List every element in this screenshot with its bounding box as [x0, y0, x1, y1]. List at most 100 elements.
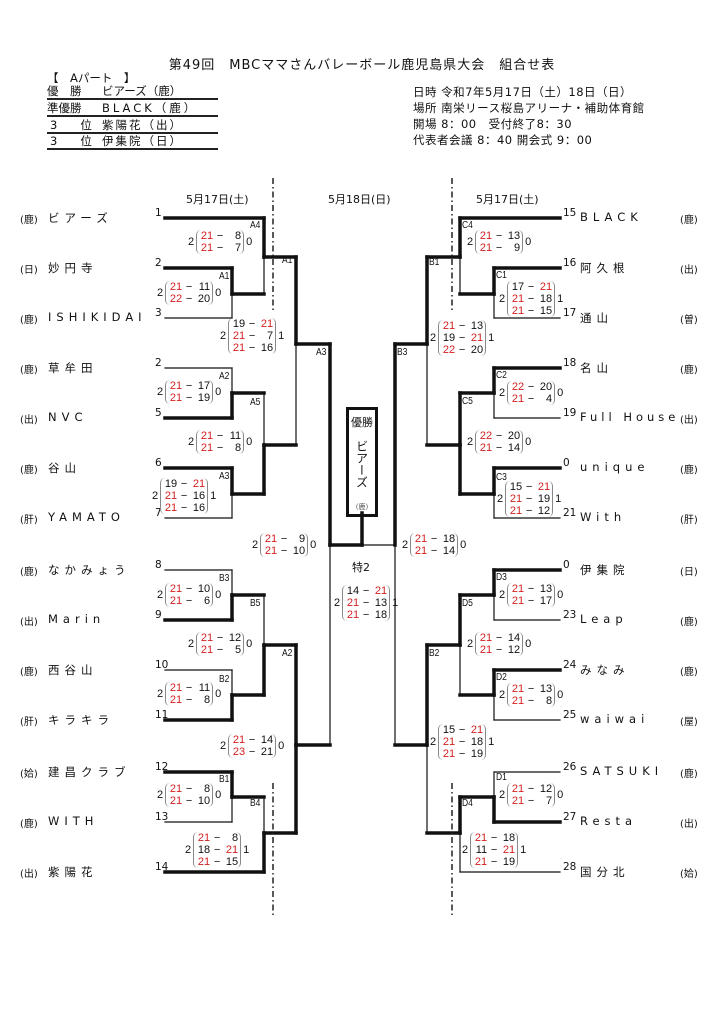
- set-points-left: 21: [169, 795, 183, 807]
- team-pref: (姶): [680, 869, 698, 880]
- match-label: B3: [397, 347, 408, 358]
- set-points-right: 13: [470, 320, 484, 332]
- set-row: 21−11: [168, 281, 210, 293]
- sets-won-right: 0: [525, 436, 532, 448]
- set-row: 21−4: [510, 393, 552, 405]
- match-label: A3: [219, 471, 230, 482]
- set-row: 21−11: [168, 682, 210, 694]
- sets-won-right: 0: [525, 638, 532, 650]
- set-dash: −: [216, 230, 224, 242]
- team-name: waiwai: [580, 712, 650, 726]
- sets-won-right: 0: [215, 789, 222, 801]
- set-points-right: 21: [260, 318, 274, 330]
- set-row: 21−15: [510, 305, 552, 317]
- set-points-right: 10: [197, 795, 211, 807]
- set-dash: −: [213, 844, 221, 856]
- set-row: 21−12: [199, 632, 241, 644]
- team-seed: 17: [563, 307, 577, 319]
- set-dash: −: [458, 724, 466, 736]
- sets-won-left: 2: [152, 490, 159, 502]
- set-points-left: 11: [475, 844, 488, 856]
- set-points-right: 19: [197, 392, 211, 404]
- set-points-right: 21: [374, 585, 388, 597]
- team-name: SATSUKI: [580, 764, 664, 778]
- team-pref: (出): [20, 869, 38, 880]
- set-row: 21−11: [199, 430, 241, 442]
- set-points-right: 17: [539, 595, 553, 607]
- sets-won-left: 2: [188, 638, 195, 650]
- set-points-right: 14: [507, 632, 521, 644]
- set-dash: −: [216, 442, 224, 454]
- team-pref: (鹿): [680, 365, 698, 376]
- set-points-right: 8: [235, 230, 242, 242]
- team-seed: 0: [563, 457, 570, 469]
- sets-won-left: 2: [220, 330, 227, 342]
- match-label: C5: [462, 396, 473, 407]
- set-points-left: 21: [169, 392, 183, 404]
- sets-won-right: 1: [488, 332, 495, 344]
- set-points-left: 21: [200, 430, 214, 442]
- match-label: C3: [496, 472, 507, 483]
- team-seed: 25: [563, 709, 577, 721]
- set-dash: −: [180, 490, 188, 502]
- set-row: 21−10: [263, 545, 305, 557]
- team-pref: (姶): [20, 769, 38, 780]
- set-points-right: 20: [507, 430, 521, 442]
- set-row: 22−20: [168, 293, 210, 305]
- sets-won-left: 2: [220, 740, 227, 752]
- set-points-left: 19: [232, 318, 246, 330]
- team-name: ビアーズ: [48, 211, 113, 225]
- sets-won-right: 0: [525, 236, 532, 248]
- sets-won-right: 0: [246, 638, 253, 650]
- set-points-right: 12: [228, 632, 242, 644]
- team: 紫陽花（出）: [102, 118, 183, 132]
- set-points-right: 10: [197, 583, 211, 595]
- rank: 3 位: [50, 118, 92, 132]
- set-dash: −: [490, 844, 498, 856]
- set-points-right: 20: [197, 293, 211, 305]
- set-points-right: 21: [470, 724, 484, 736]
- set-row: 21−13: [441, 320, 483, 332]
- team-seed: 27: [563, 811, 577, 823]
- set-dash: −: [185, 281, 193, 293]
- set-dash: −: [527, 783, 535, 795]
- set-points-left: 21: [197, 832, 211, 844]
- match-label: C2: [496, 370, 507, 381]
- set-dash: −: [185, 392, 193, 404]
- team-seed: 6: [155, 457, 162, 469]
- team-name: 紫陽花: [48, 865, 98, 879]
- winner-box: 優勝 ビアーズ (鹿): [346, 407, 378, 517]
- match-label: A2: [219, 371, 230, 382]
- team-name: 阿久根: [580, 261, 630, 275]
- set-points-right: 9: [299, 533, 306, 545]
- set-dash: −: [458, 320, 466, 332]
- sets-won-left: 2: [467, 638, 474, 650]
- set-points-right: 11: [198, 281, 211, 293]
- set-row: 18−21: [196, 844, 238, 856]
- team-seed: 19: [563, 407, 577, 419]
- set-dash: −: [185, 694, 193, 706]
- set-points-left: 21: [200, 242, 214, 254]
- sets-won-left: 2: [497, 493, 504, 505]
- set-points-left: 21: [509, 505, 523, 517]
- sets-won-left: 2: [157, 688, 164, 700]
- match-label: D2: [496, 672, 507, 683]
- set-points-left: 22: [169, 293, 183, 305]
- set-points-right: 21: [260, 746, 274, 758]
- set-row: 21−18: [510, 293, 552, 305]
- set-points-right: 8: [204, 694, 211, 706]
- match-label: C1: [496, 270, 507, 281]
- set-row: 21−7: [199, 242, 241, 254]
